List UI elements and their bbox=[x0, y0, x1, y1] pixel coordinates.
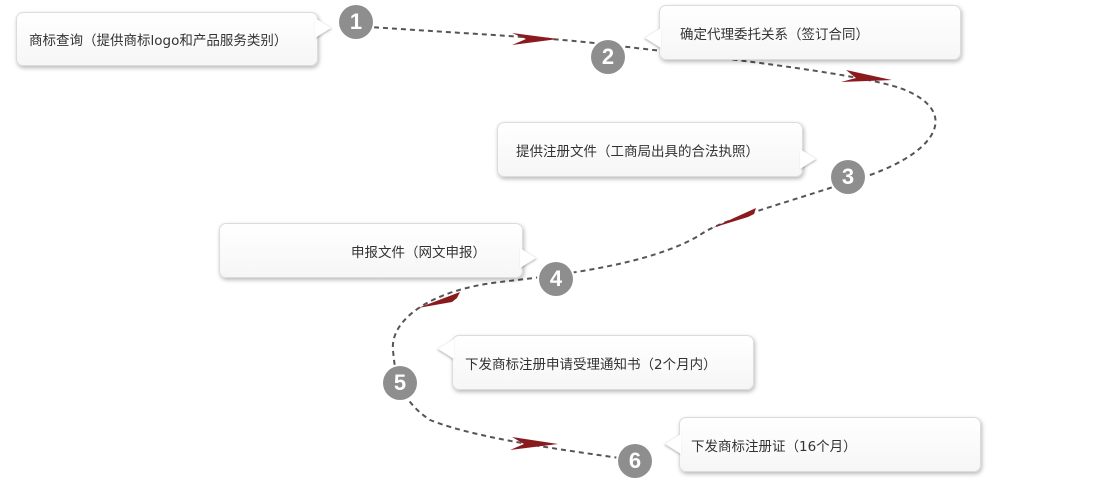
step-2-badge: 2 bbox=[591, 40, 625, 74]
step-2-label: 确定代理委托关系（签订合同） bbox=[680, 26, 869, 43]
step-5-label: 下发商标注册申请受理通知书（2个月内） bbox=[465, 356, 717, 373]
flow-arrow-3 bbox=[712, 208, 756, 228]
step-3-badge: 3 bbox=[831, 160, 865, 194]
step-1-tail bbox=[315, 18, 331, 38]
step-6-label: 下发商标注册证（16个月） bbox=[691, 438, 857, 455]
step-3-tail bbox=[800, 149, 816, 169]
step-4-badge: 4 bbox=[539, 262, 573, 296]
step-1-bubble: 商标查询（提供商标logo和产品服务类别） bbox=[16, 12, 331, 66]
step-1-badge: 1 bbox=[339, 5, 373, 39]
step-4-tail bbox=[520, 248, 536, 268]
flow-arrow-4 bbox=[418, 292, 460, 308]
step-6-badge: 6 bbox=[618, 444, 652, 478]
step-5-tail bbox=[438, 339, 454, 359]
step-5-badge: 5 bbox=[383, 366, 417, 400]
step-6-tail bbox=[665, 434, 681, 454]
step-1-label: 商标查询（提供商标logo和产品服务类别） bbox=[29, 33, 288, 49]
step-2-tail bbox=[645, 28, 661, 48]
step-4-label: 申报文件（网文申报） bbox=[351, 244, 486, 261]
flow-arrow-2 bbox=[841, 70, 892, 82]
step-3-bubble: 提供注册文件（工商局出具的合法执照） bbox=[497, 122, 816, 177]
step-3-label: 提供注册文件（工商局出具的合法执照） bbox=[516, 143, 759, 160]
step-6-bubble: 下发商标注册证（16个月） bbox=[665, 417, 981, 472]
flow-arrow-1 bbox=[512, 33, 558, 45]
step-4-bubble: 申报文件（网文申报） bbox=[219, 223, 536, 278]
flow-arrow-5 bbox=[510, 437, 558, 450]
step-2-bubble: 确定代理委托关系（签订合同） bbox=[645, 5, 961, 60]
step-5-bubble: 下发商标注册申请受理通知书（2个月内） bbox=[438, 335, 754, 390]
